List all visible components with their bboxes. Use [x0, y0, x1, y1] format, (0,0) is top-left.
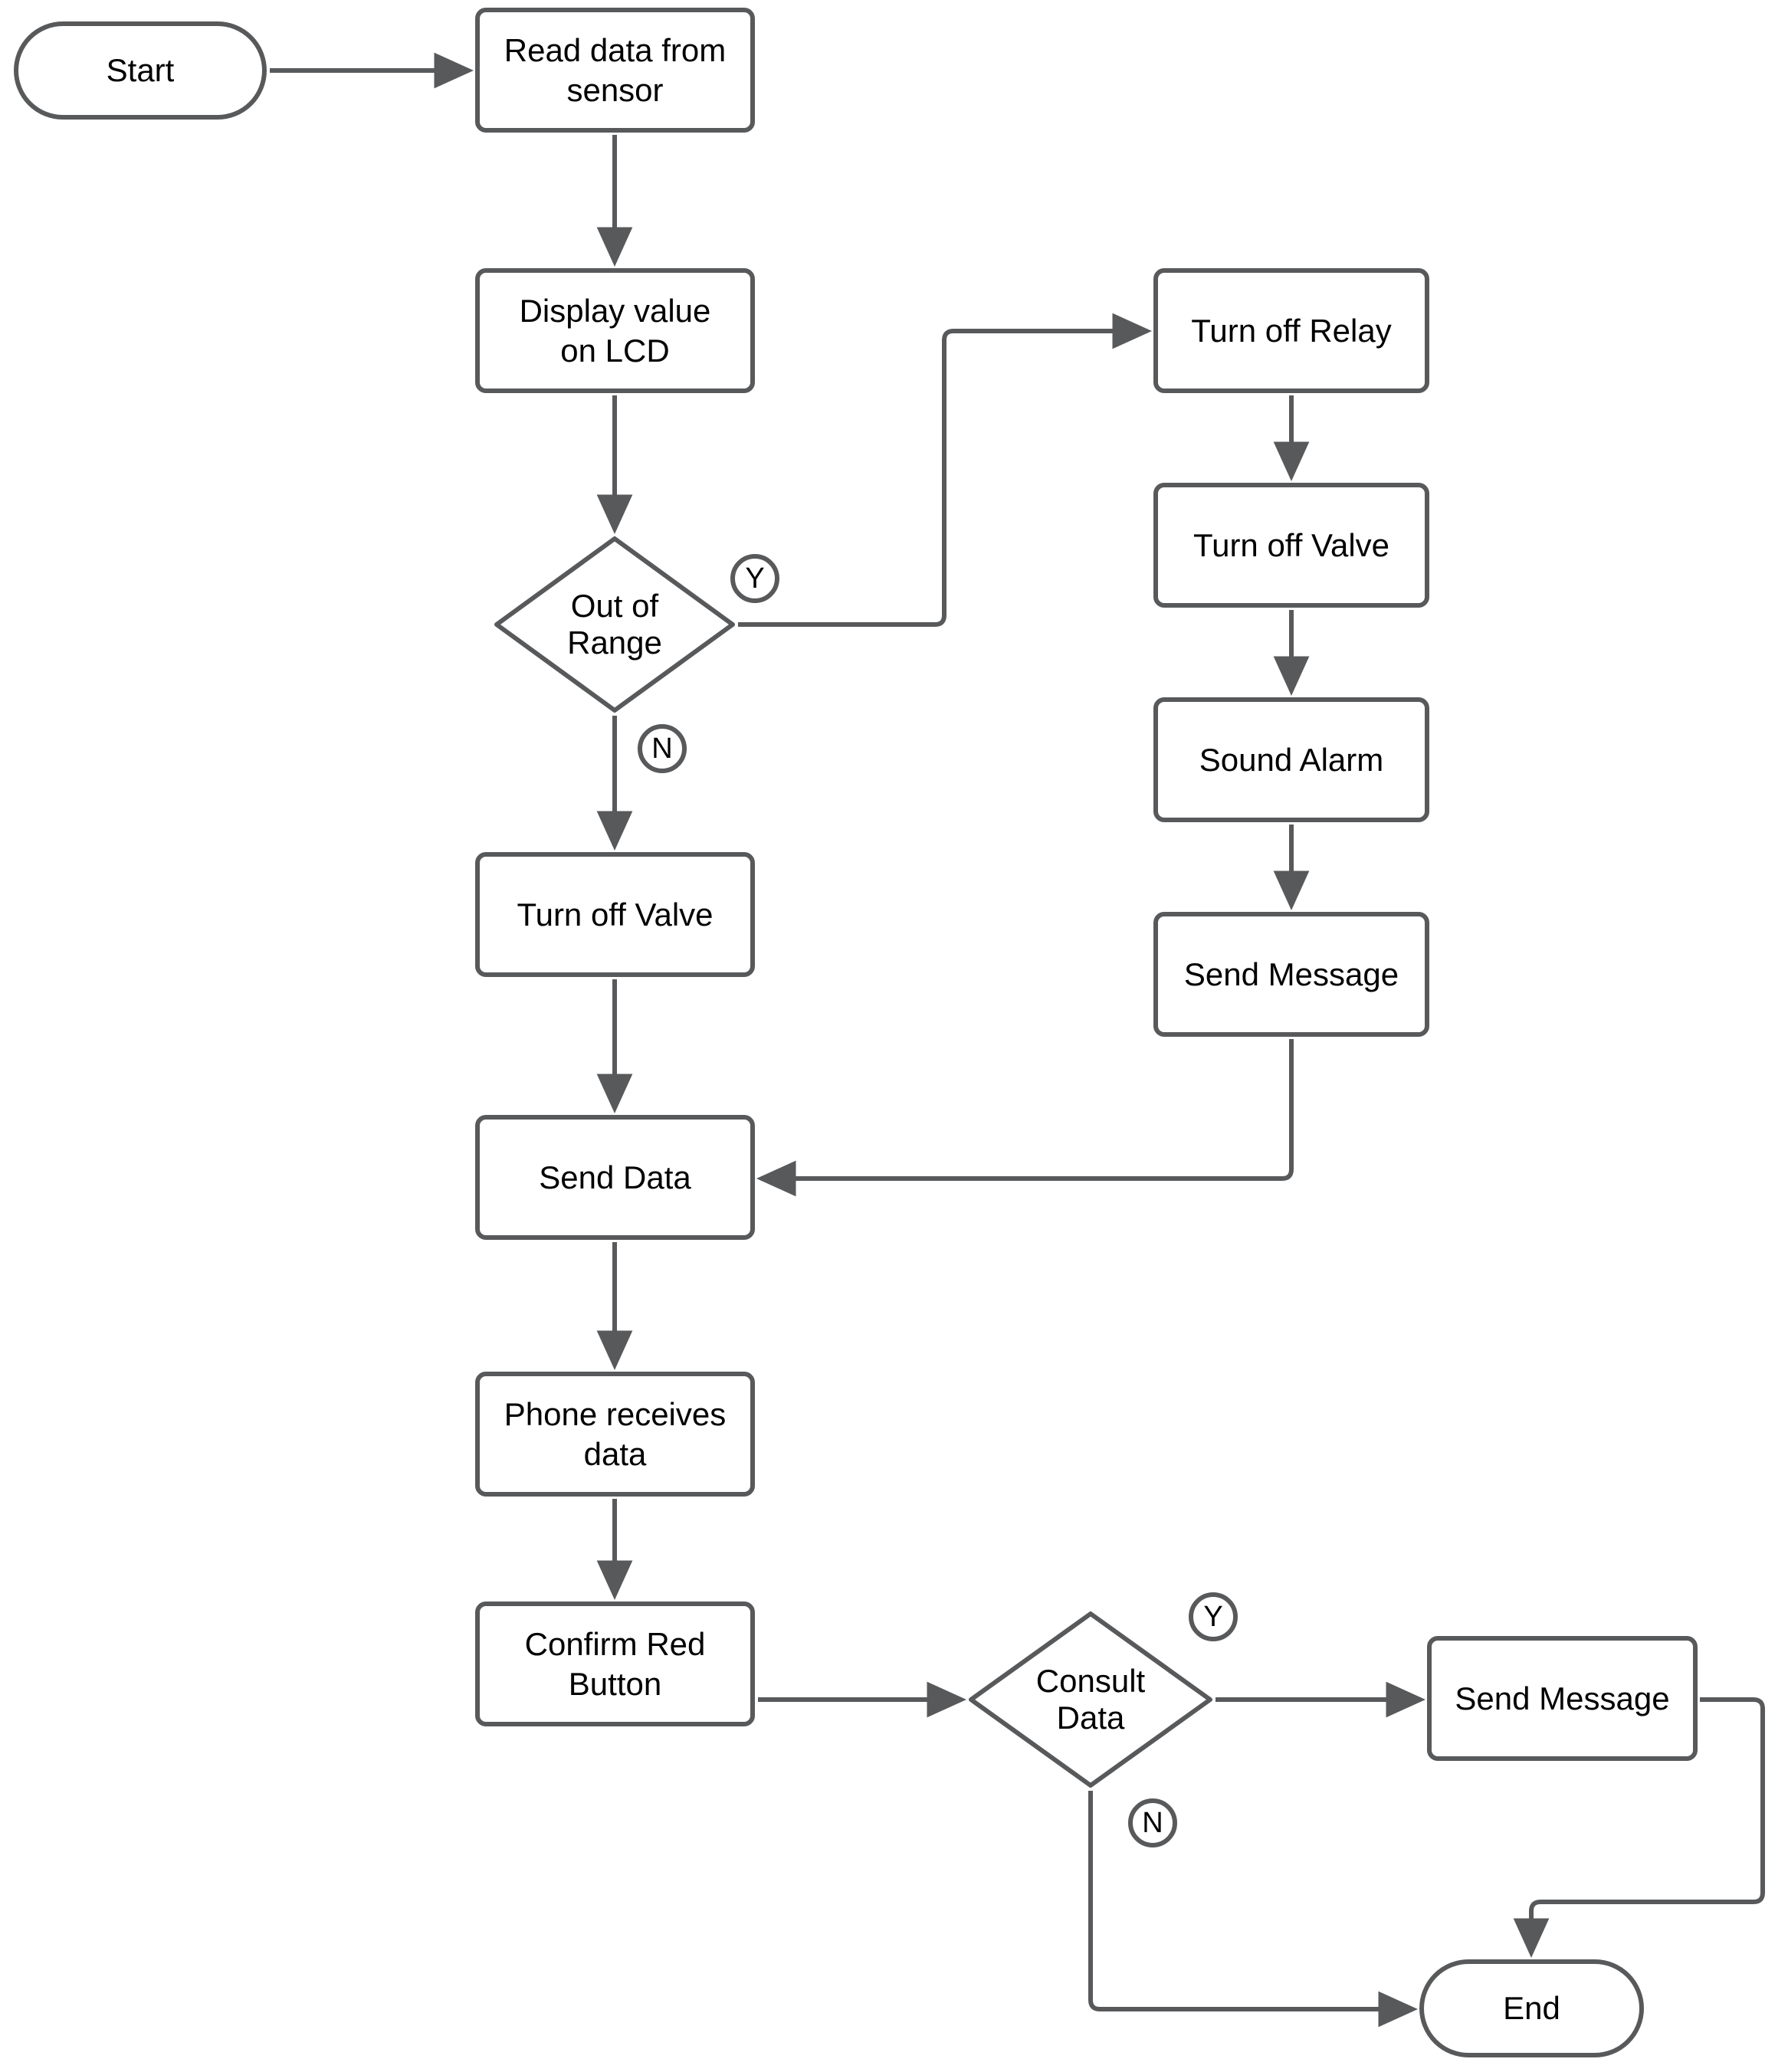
flow-node-label-phone: Phone receives data	[504, 1396, 727, 1472]
flow-node-valve_off_r[interactable]: Turn off Valve	[1153, 483, 1429, 608]
branch-badge-cd-yes: Y	[1189, 1592, 1238, 1641]
branch-badge-cd-no: N	[1128, 1798, 1177, 1847]
flow-decision-label-consult_data: Consult Data	[1035, 1663, 1146, 1736]
flow-decision-label-out_of_range: Out of Range	[567, 588, 662, 661]
flow-node-valve_off_l[interactable]: Turn off Valve	[475, 852, 755, 977]
flow-node-label-end: End	[1503, 1990, 1560, 2027]
flow-node-label-msg_bottom: Send Message	[1455, 1680, 1670, 1716]
flow-node-end[interactable]: End	[1419, 1959, 1644, 2057]
branch-badge-oor-no: N	[638, 724, 687, 773]
flow-decision-out_of_range[interactable]: Out of Range	[494, 536, 736, 713]
branch-badge-oor-yes: Y	[730, 554, 779, 603]
flow-node-label-start: Start	[106, 52, 175, 89]
flow-node-alarm[interactable]: Sound Alarm	[1153, 697, 1429, 822]
flow-node-msg_bottom[interactable]: Send Message	[1427, 1636, 1698, 1761]
decision-diamond-shape	[969, 1611, 1212, 1788]
decision-diamond-shape	[494, 536, 735, 713]
flow-edge-message-senddata	[756, 1039, 1294, 1197]
flow-decision-consult_data[interactable]: Consult Data	[968, 1611, 1213, 1788]
flow-node-label-relay_off: Turn off Relay	[1191, 312, 1392, 349]
flow-node-start[interactable]: Start	[14, 21, 267, 120]
flow-node-display[interactable]: Display value on LCD	[475, 268, 755, 393]
flow-node-label-read: Read data from sensor	[504, 32, 727, 108]
flow-node-label-msg_right: Send Message	[1183, 956, 1399, 992]
flow-node-label-confirm: Confirm Red Button	[524, 1626, 706, 1702]
flow-node-relay_off[interactable]: Turn off Relay	[1153, 268, 1429, 393]
flow-node-phone[interactable]: Phone receives data	[475, 1372, 755, 1497]
flow-node-label-send_data: Send Data	[539, 1159, 691, 1195]
flow-node-label-display: Display value on LCD	[519, 293, 711, 369]
flow-node-label-valve_off_l: Turn off Valve	[517, 896, 714, 933]
flow-node-msg_right[interactable]: Send Message	[1153, 912, 1429, 1037]
flow-edge-oor-yes-relay	[738, 313, 1153, 627]
flow-node-label-valve_off_r: Turn off Valve	[1193, 526, 1390, 563]
flow-node-confirm[interactable]: Confirm Red Button	[475, 1602, 755, 1726]
flow-node-send_data[interactable]: Send Data	[475, 1115, 755, 1240]
flow-node-label-alarm: Sound Alarm	[1199, 741, 1384, 778]
flow-node-read[interactable]: Read data from sensor	[475, 8, 755, 133]
